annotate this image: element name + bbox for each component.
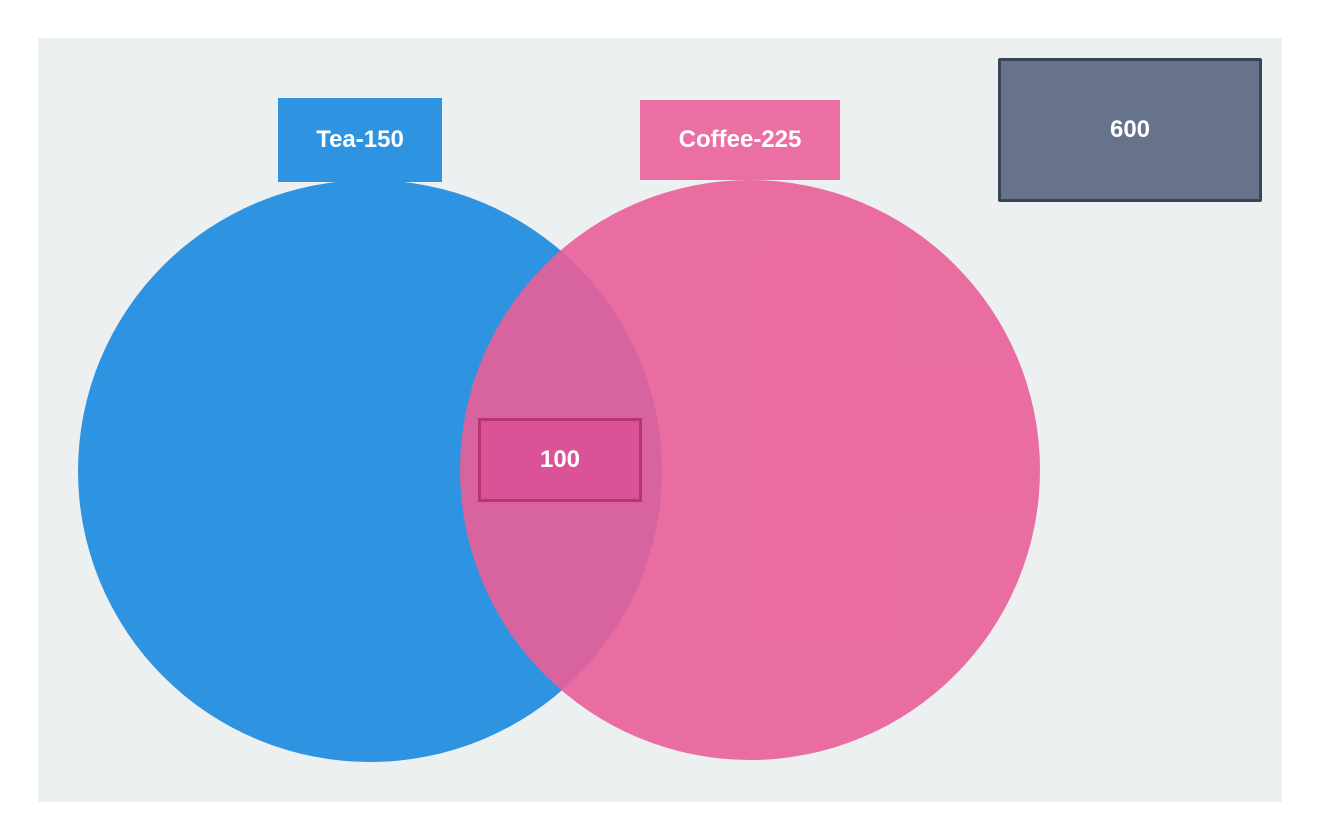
coffee-label: Coffee-225	[640, 100, 840, 180]
venn-diagram-panel: Tea-150 Coffee-225 100 600	[38, 38, 1282, 802]
tea-label: Tea-150	[278, 98, 442, 182]
intersection-label: 100	[478, 418, 642, 502]
total-label: 600	[998, 58, 1262, 202]
